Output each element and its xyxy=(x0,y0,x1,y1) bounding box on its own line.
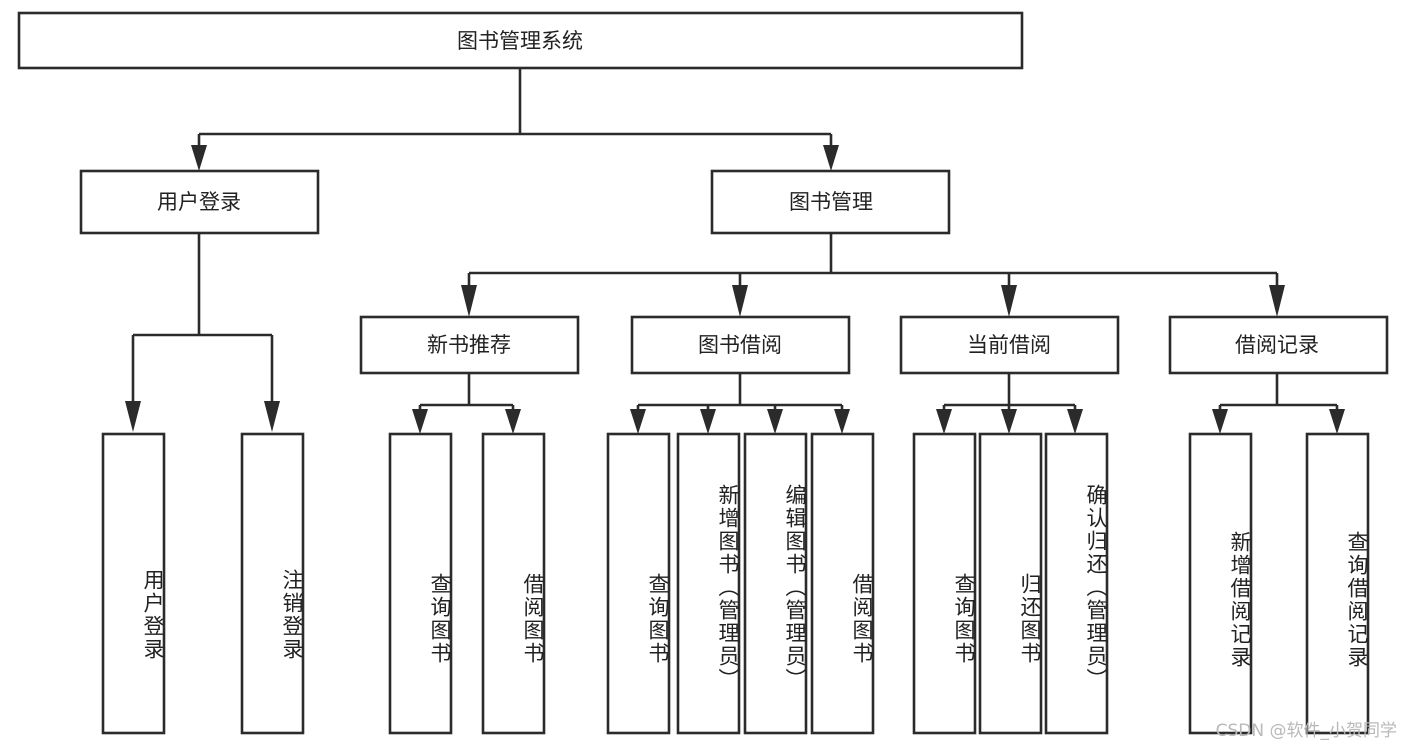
node-book-manage-label: 图书管理 xyxy=(789,190,873,214)
leaf-box-logout-login[interactable] xyxy=(240,432,305,735)
node-book-manage-box[interactable] xyxy=(710,169,951,235)
leaf-box-query-book-2[interactable] xyxy=(606,432,671,735)
arrowhead-leaf-user-login xyxy=(125,401,141,432)
arrowhead-leaf-query-book-2 xyxy=(630,409,646,434)
leaf-box-return-book[interactable] xyxy=(978,432,1043,735)
leaf-boxes-layer xyxy=(101,432,1370,735)
leaf-box-user-login[interactable] xyxy=(101,432,166,735)
node-current-borrow-box[interactable] xyxy=(899,315,1120,375)
connectors-layer xyxy=(125,68,1345,434)
arrowhead-leaf-query-record xyxy=(1329,409,1345,434)
arrowhead-new-book-rec xyxy=(461,285,477,317)
node-new-book-rec[interactable]: 新书推荐 xyxy=(359,315,580,375)
arrowhead-leaf-return-book xyxy=(1001,409,1017,434)
node-borrow-record-label: 借阅记录 xyxy=(1235,333,1319,357)
node-book-borrow-label: 图书借阅 xyxy=(698,333,782,357)
node-user-login-box[interactable] xyxy=(79,169,320,235)
leaf-box-borrow-book-2[interactable] xyxy=(810,432,875,735)
node-book-borrow[interactable]: 图书借阅 xyxy=(630,315,851,375)
arrowhead-user-login xyxy=(191,145,207,171)
arrowhead-leaf-query-book-3 xyxy=(936,409,952,434)
node-book-borrow-box[interactable] xyxy=(630,315,851,375)
node-root-box[interactable] xyxy=(17,11,1024,70)
node-user-login[interactable]: 用户登录 xyxy=(79,169,320,235)
node-borrow-record[interactable]: 借阅记录 xyxy=(1168,315,1389,375)
arrowhead-leaf-confirm-return xyxy=(1067,409,1083,434)
node-new-book-rec-box[interactable] xyxy=(359,315,580,375)
arrowhead-borrow-record xyxy=(1269,285,1285,317)
arrowhead-book-borrow xyxy=(732,285,748,317)
leaf-box-confirm-return[interactable] xyxy=(1044,432,1109,735)
leaf-box-add-record[interactable] xyxy=(1188,432,1253,735)
node-borrow-record-box[interactable] xyxy=(1168,315,1389,375)
leaf-box-query-book-3[interactable] xyxy=(912,432,977,735)
arrowhead-leaf-logout-login xyxy=(264,401,280,432)
arrowhead-leaf-borrow-book-2 xyxy=(834,409,850,434)
arrowhead-leaf-query-book-1 xyxy=(412,409,428,434)
leaf-box-query-book-1[interactable] xyxy=(388,432,453,735)
leaf-box-add-book[interactable] xyxy=(676,432,741,735)
leaf-box-edit-book[interactable] xyxy=(743,432,808,735)
arrowhead-leaf-edit-book xyxy=(767,409,783,434)
node-root-label: 图书管理系统 xyxy=(457,29,583,53)
node-book-manage[interactable]: 图书管理 xyxy=(710,169,951,235)
csdn-watermark: CSDN @软件_小贺同学 xyxy=(1215,721,1397,741)
arrowhead-current-borrow xyxy=(1001,285,1017,317)
arrowhead-leaf-borrow-book-1 xyxy=(505,409,521,434)
leaf-box-query-record[interactable] xyxy=(1305,432,1370,735)
node-new-book-rec-label: 新书推荐 xyxy=(427,333,511,357)
node-current-borrow-label: 当前借阅 xyxy=(967,333,1051,357)
leaf-box-borrow-book-1[interactable] xyxy=(481,432,546,735)
node-root[interactable]: 图书管理系统 xyxy=(17,11,1024,70)
arrowhead-leaf-add-book xyxy=(700,409,716,434)
node-current-borrow[interactable]: 当前借阅 xyxy=(899,315,1120,375)
arrowhead-leaf-add-record xyxy=(1212,409,1228,434)
arrowhead-book-manage xyxy=(823,145,839,171)
node-user-login-label: 用户登录 xyxy=(157,190,241,214)
